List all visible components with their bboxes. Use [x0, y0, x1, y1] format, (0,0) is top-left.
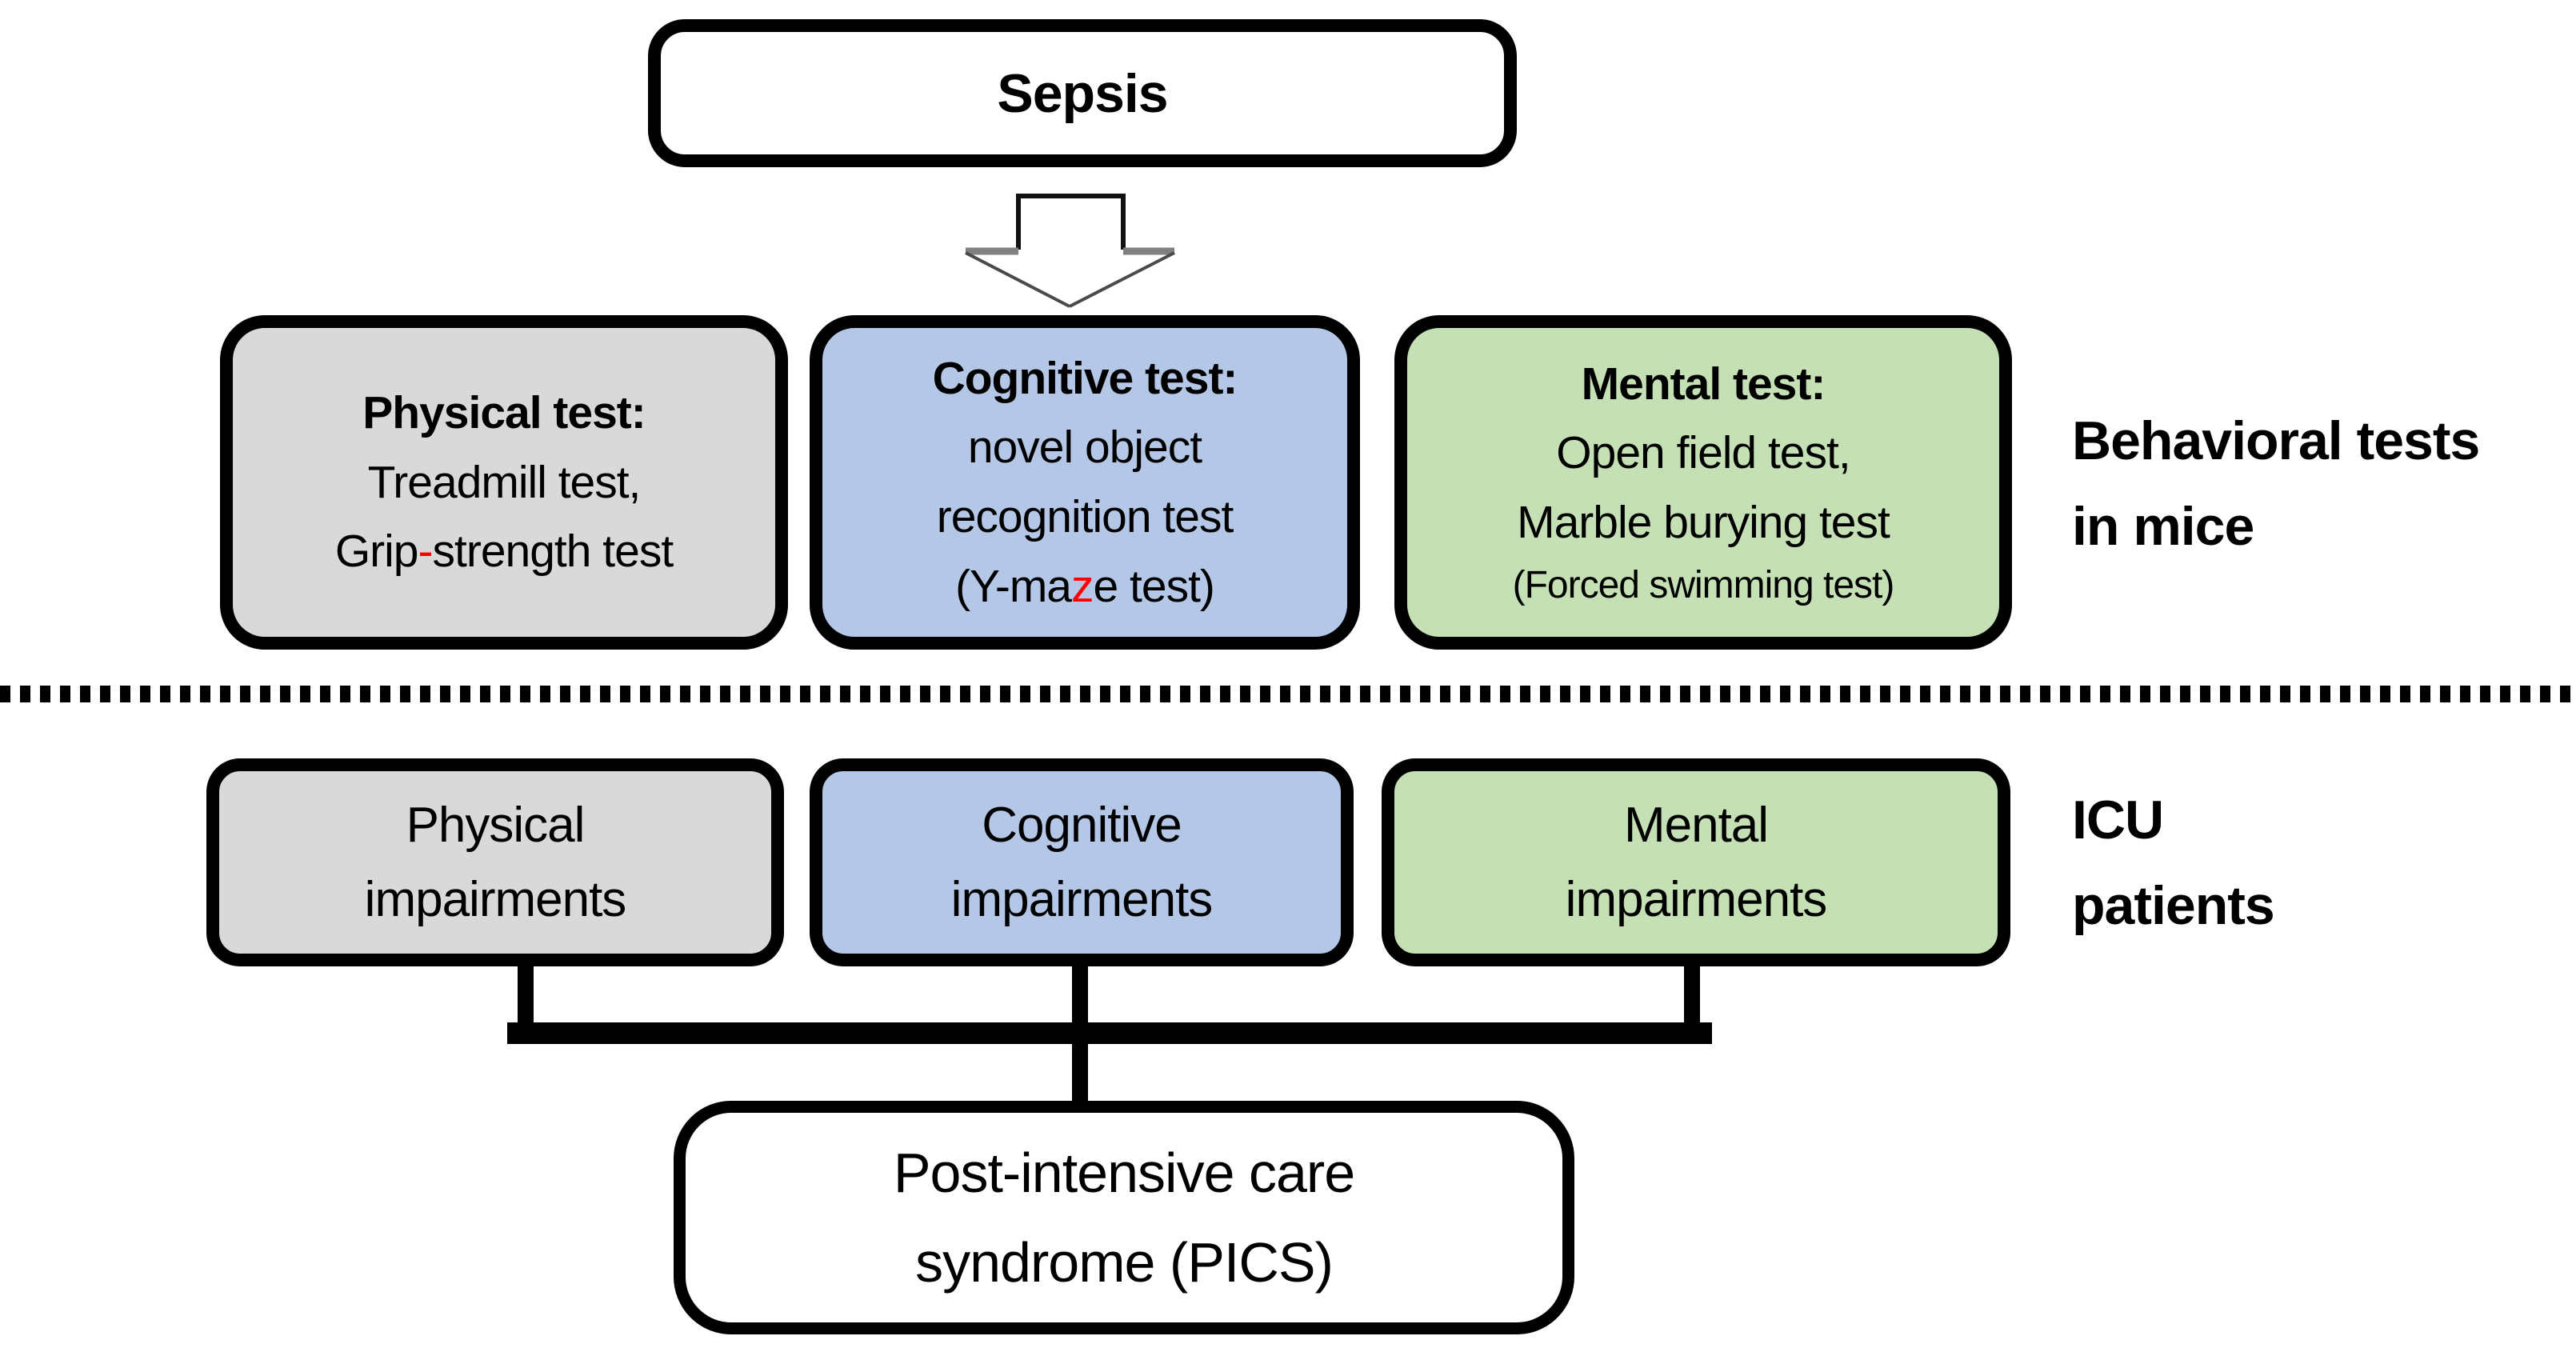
pics-line2: syndrome (PICS)	[915, 1231, 1334, 1294]
sepsis-box: Sepsis	[648, 19, 1517, 167]
connector-line-center	[1072, 1040, 1088, 1110]
connector-line-physical	[518, 963, 534, 1027]
pics-box: Post-intensive care syndrome (PICS)	[674, 1101, 1574, 1334]
red-hyphen: -	[418, 526, 434, 578]
cognitive-test-line1: novel object	[967, 422, 1202, 474]
physical-test-title: Physical test:	[362, 387, 646, 439]
mental-test-line3: (Forced swimming test)	[1512, 564, 1895, 607]
dotted-divider	[0, 686, 2576, 702]
connector-line-cognitive	[1072, 963, 1088, 1027]
cognitive-test-title: Cognitive test:	[932, 352, 1238, 404]
cognitive-test-line3: (Y-maze test)	[955, 560, 1215, 612]
physical-impairments-line1: Physical	[406, 798, 586, 853]
cognitive-impairments-box: Cognitive impairments	[810, 758, 1354, 966]
down-arrow-icon	[952, 190, 1192, 310]
mental-test-line2: Marble burying test	[1517, 496, 1890, 548]
physical-test-line1: Treadmill test,	[367, 456, 642, 508]
physical-impairments-box: Physical impairments	[206, 758, 784, 966]
physical-test-box: Physical test: Treadmill test, Grip-stre…	[220, 315, 788, 650]
mental-test-title: Mental test:	[1581, 358, 1826, 410]
physical-test-line2: Grip-strength test	[334, 526, 674, 578]
mental-test-box: Mental test: Open field test, Marble bur…	[1394, 315, 2012, 650]
icu-patients-label: ICU patients	[2072, 778, 2275, 950]
cognitive-test-line2: recognition test	[936, 491, 1234, 542]
physical-impairments-line2: impairments	[364, 872, 627, 927]
sepsis-label: Sepsis	[997, 62, 1168, 124]
cognitive-impairments-line1: Cognitive	[982, 798, 1182, 853]
icu-patients-label-line1: ICU	[2072, 790, 2164, 850]
cognitive-impairments-line2: impairments	[950, 872, 1214, 927]
mental-impairments-line2: impairments	[1565, 872, 1828, 927]
red-z: z	[1071, 560, 1094, 612]
connector-bar	[507, 1022, 1712, 1044]
behavioral-tests-label: Behavioral tests in mice	[2072, 398, 2480, 570]
pics-line1: Post-intensive care	[893, 1142, 1355, 1204]
behavioral-tests-label-line1: Behavioral tests	[2072, 410, 2480, 471]
mental-impairments-line1: Mental	[1623, 798, 1769, 853]
mental-impairments-box: Mental impairments	[1382, 758, 2010, 966]
cognitive-test-box: Cognitive test: novel object recognition…	[810, 315, 1360, 650]
icu-patients-label-line2: patients	[2072, 875, 2275, 937]
mental-test-line1: Open field test,	[1556, 427, 1850, 479]
connector-line-mental	[1684, 963, 1700, 1027]
behavioral-tests-label-line2: in mice	[2072, 496, 2254, 558]
